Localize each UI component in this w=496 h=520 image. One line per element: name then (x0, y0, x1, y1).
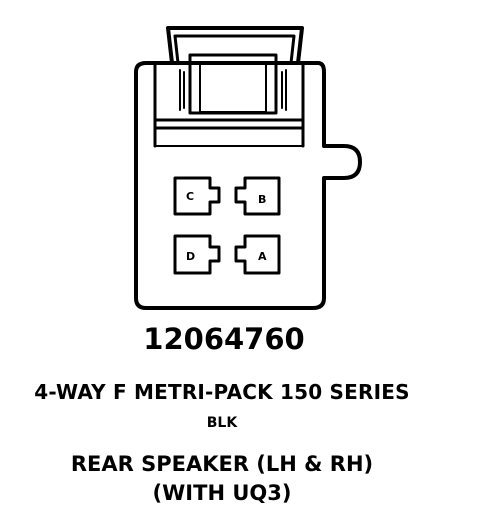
connector-description: 4-WAY F METRI-PACK 150 SERIES (34, 380, 410, 404)
pin-label-c: C (186, 190, 194, 203)
terminal-cavity-c (173, 176, 221, 216)
pin-label-a: A (258, 250, 267, 263)
application-line-2: (WITH UQ3) (152, 481, 292, 505)
connector-diagram: C B D A (134, 26, 362, 310)
connector-body (134, 61, 362, 310)
application-line-1: REAR SPEAKER (LH & RH) (70, 452, 374, 476)
connector-color: BLK (206, 415, 238, 431)
pin-label-d: D (186, 250, 195, 263)
terminal-cavity-a (234, 234, 281, 275)
locking-latch (153, 26, 305, 148)
part-number: 12064760 (143, 322, 305, 356)
terminal-cavity-d (173, 234, 221, 275)
pin-label-b: B (258, 193, 266, 206)
terminal-cavity-b (234, 176, 281, 216)
